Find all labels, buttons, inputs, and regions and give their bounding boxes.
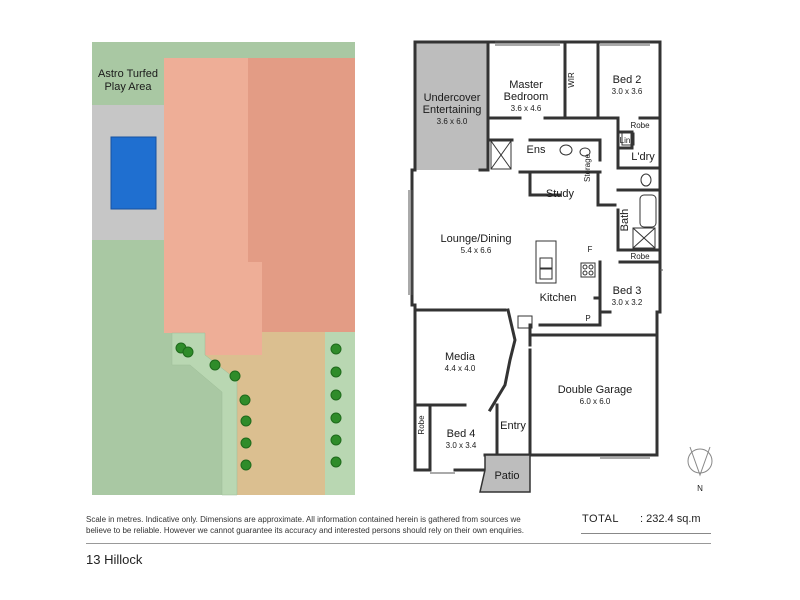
media-dims: 4.4 x 4.0 [445, 364, 476, 373]
bed2-dims: 3.0 x 3.6 [612, 87, 643, 96]
undercover-label: Undercover [424, 92, 481, 104]
wir-label: WIR [567, 72, 576, 88]
total-value: : 232.4 sq.m [640, 513, 701, 525]
bed4-label: Bed 4 [447, 428, 476, 440]
master-label: Master [509, 79, 543, 91]
property-address: 13 Hillock [86, 552, 143, 567]
garage-dims: 6.0 x 6.0 [580, 397, 611, 406]
compass-label: N [697, 484, 703, 493]
garden-bed-left [171, 332, 238, 496]
disclaimer-line-1: Scale in metres. Indicative only. Dimens… [86, 515, 521, 524]
fixtures [490, 132, 657, 329]
media-label: Media [445, 351, 476, 363]
driveway [205, 332, 355, 495]
lounge-label: Lounge/Dining [441, 233, 512, 245]
patio-area [479, 454, 531, 493]
undercover-area [415, 42, 488, 170]
bed4-dims: 3.0 x 3.4 [446, 441, 477, 450]
disclaimer-line-2: believe to be reliable. However we canno… [86, 526, 525, 535]
total-underline [581, 533, 711, 534]
ens-label: Ens [527, 144, 546, 156]
kitchen-label: Kitchen [540, 292, 577, 304]
disclaimer: Scale in metres. Indicative only. Dimens… [86, 514, 546, 536]
footer-divider [86, 543, 711, 544]
robe-mid-label: Robe [630, 252, 650, 261]
bath-label: Bath [619, 209, 631, 232]
ldry-label: L'dry [631, 151, 655, 163]
shrubs [175, 342, 342, 471]
undercover-dims: 3.6 x 6.0 [437, 117, 468, 126]
lin-label: Lin [620, 136, 631, 145]
total-label: TOTAL [582, 513, 619, 525]
play-area-label: Astro Turfed [98, 68, 158, 80]
robe-bed4-label: Robe [417, 415, 426, 435]
compass-icon [687, 446, 713, 477]
patio-label: Patio [494, 470, 519, 482]
master-dims: 3.6 x 4.6 [511, 104, 542, 113]
garden-bed-right [325, 332, 355, 495]
fridge-label: F [588, 245, 593, 254]
robe-top-label: Robe [630, 121, 650, 130]
garage-label: Double Garage [558, 384, 633, 396]
undercover-label-2: Entertaining [423, 104, 482, 116]
bed3-dims: 3.0 x 3.2 [612, 298, 643, 307]
bed3-label: Bed 3 [613, 285, 642, 297]
lounge-dims: 5.4 x 6.6 [461, 246, 492, 255]
pool [110, 136, 157, 210]
study-label: Study [546, 188, 575, 200]
master-label-2: Bedroom [504, 91, 549, 103]
pantry-label: P [585, 314, 590, 323]
windows [408, 41, 663, 474]
roof-right [248, 58, 355, 332]
entry-label: Entry [500, 420, 526, 432]
play-area-label-2: Play Area [104, 81, 152, 93]
roof-left [164, 58, 262, 355]
storage-label: Storage [583, 153, 592, 182]
bed2-label: Bed 2 [613, 74, 642, 86]
